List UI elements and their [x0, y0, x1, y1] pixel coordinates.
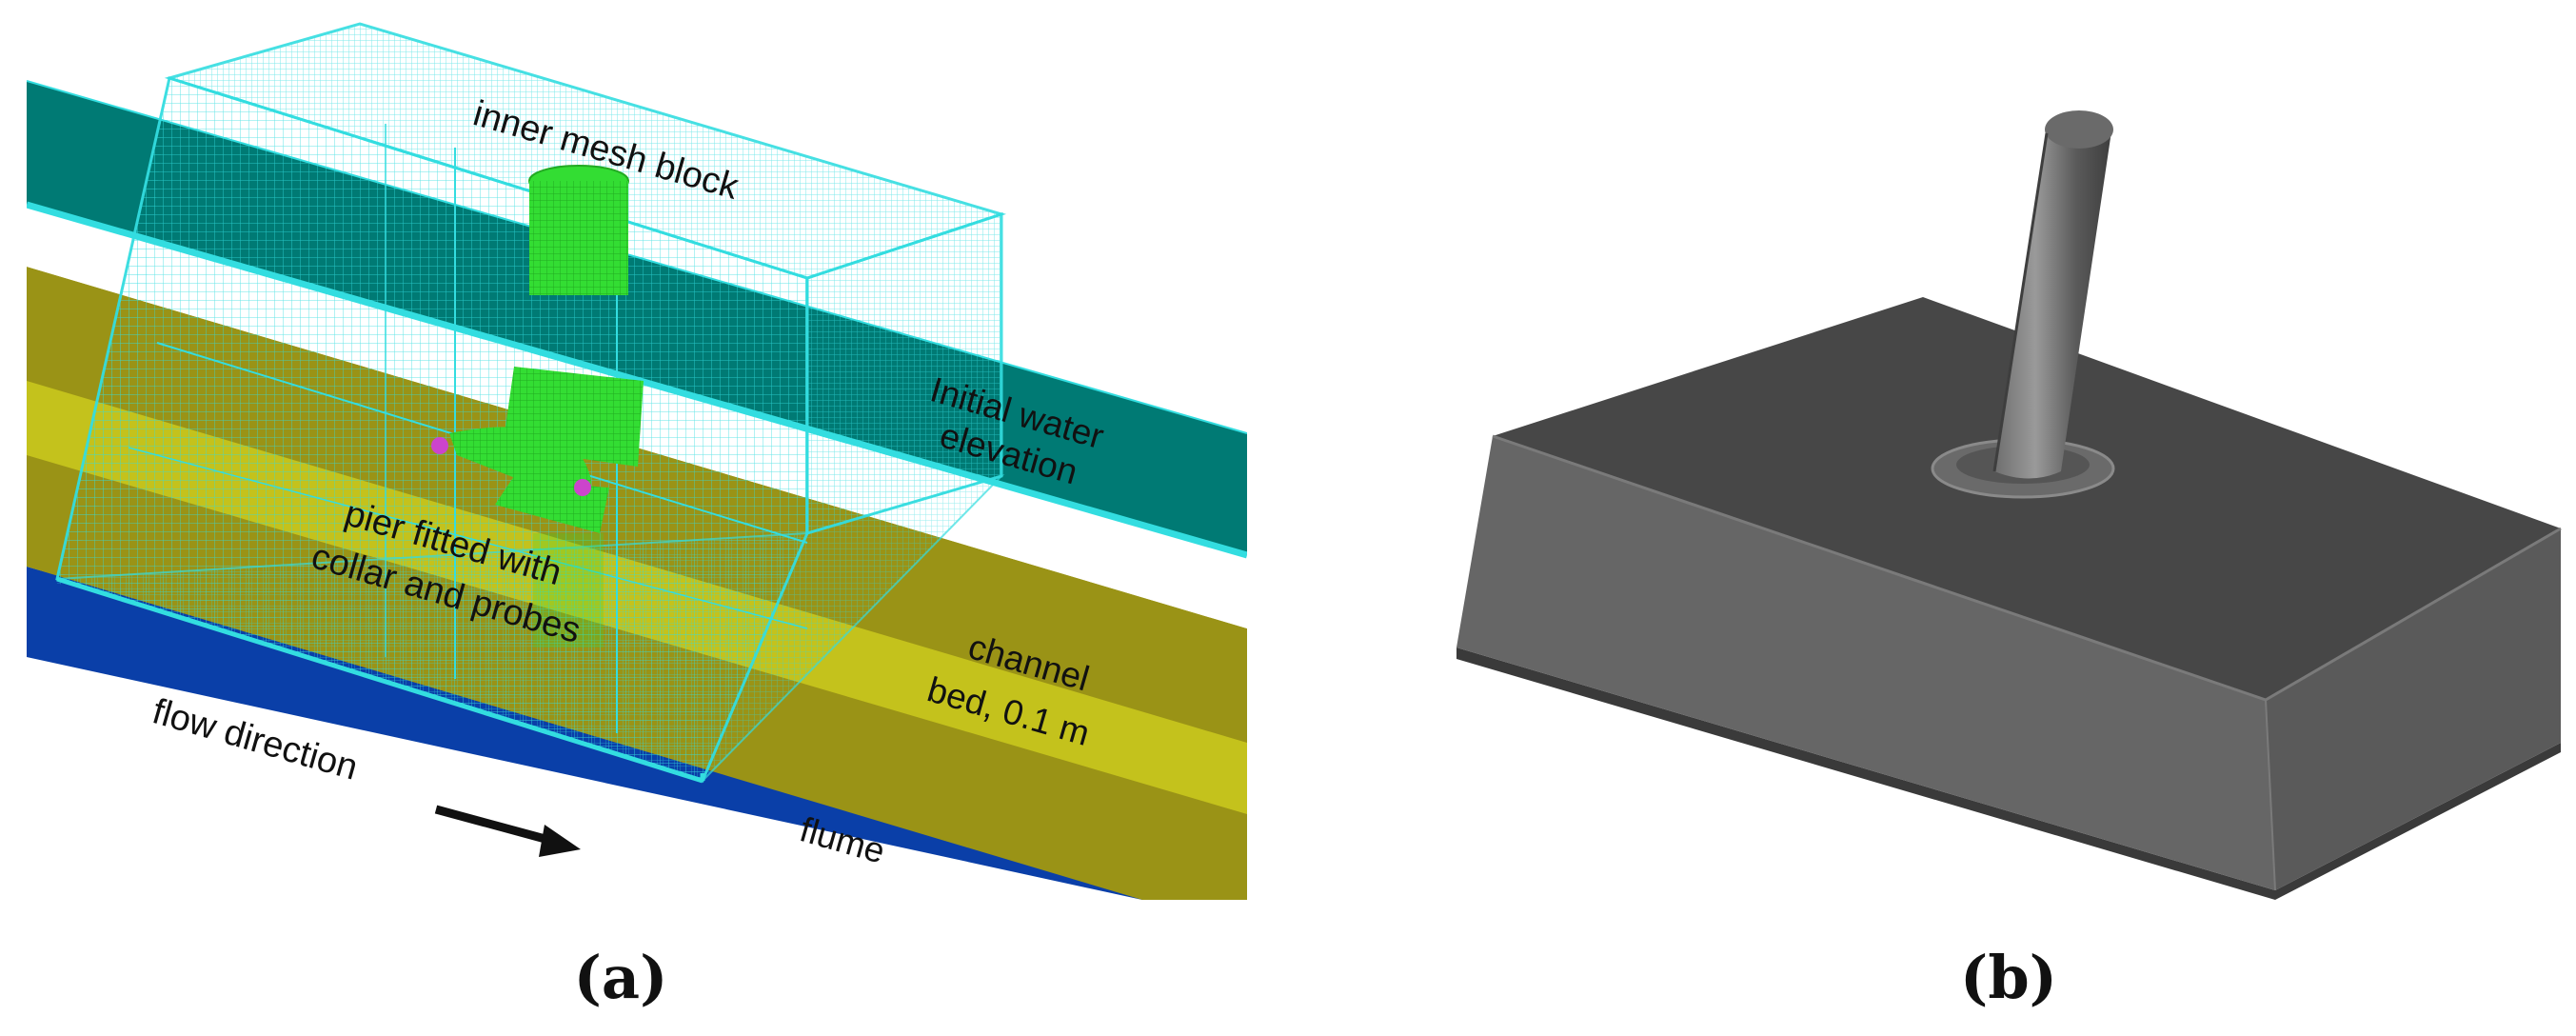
block-front-face	[1456, 436, 2275, 890]
panel-b	[1456, 110, 2562, 900]
flow-arrow	[434, 805, 581, 857]
caption-a: (a)	[574, 943, 668, 1012]
caption-b: (b)	[1960, 943, 2057, 1012]
probe-left	[431, 437, 448, 454]
block-top-face	[1493, 297, 2561, 700]
pier-model	[431, 165, 644, 648]
panel-a: inner mesh block Initial water elevation…	[27, 22, 1247, 900]
pier-cylinder	[1992, 110, 2113, 479]
block-right-face	[2266, 528, 2561, 890]
probe-right	[574, 479, 591, 496]
